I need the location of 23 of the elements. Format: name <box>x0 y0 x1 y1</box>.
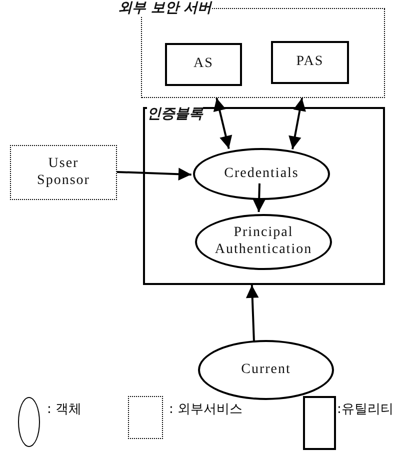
arrow <box>116 168 192 180</box>
object-ellipse <box>195 214 332 270</box>
arrow <box>252 183 266 212</box>
utility-box <box>165 43 242 86</box>
arrow <box>288 98 306 150</box>
node-label: Current <box>241 362 291 378</box>
object-ellipse <box>193 148 330 200</box>
utility-box <box>143 107 385 285</box>
node-label: User Sponsor <box>36 156 91 190</box>
node-label: PAS <box>296 54 324 71</box>
legend-label: :유틸리티 <box>337 401 394 418</box>
object-ellipse <box>198 340 334 400</box>
arrow <box>246 284 259 341</box>
node-label: Credentials <box>224 166 299 182</box>
node-label: Principal Authentication <box>214 225 314 259</box>
group-heading: 외부 보안 서버 <box>118 1 212 16</box>
legend-label: : 외부서비스 <box>169 401 243 418</box>
group-heading: 인증블록 <box>147 107 203 122</box>
arrow <box>213 98 232 149</box>
external-service-box <box>10 145 117 200</box>
node-label: AS <box>194 56 214 73</box>
legend-label: : 객체 <box>47 401 82 418</box>
utility-box <box>271 41 349 84</box>
